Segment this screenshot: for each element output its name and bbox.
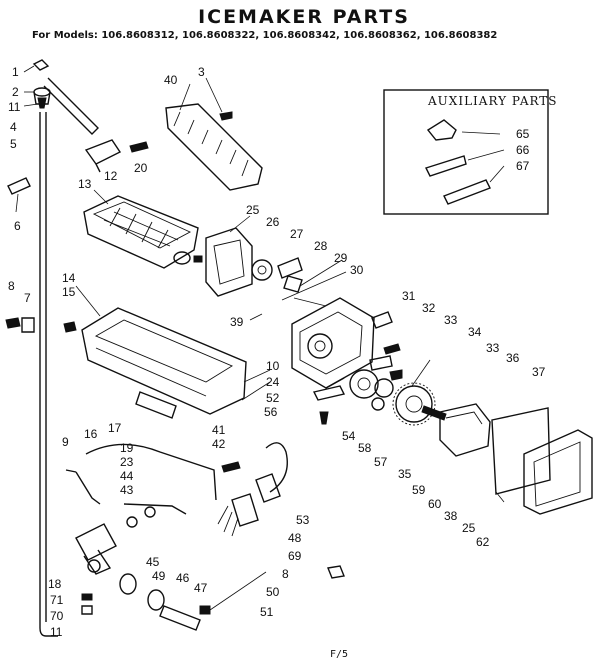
part-label: 59 bbox=[412, 483, 426, 497]
part-label: 67 bbox=[516, 159, 530, 173]
hex-nut bbox=[327, 565, 345, 579]
part-label: 51 bbox=[260, 605, 274, 619]
part-label: 25 bbox=[246, 203, 260, 217]
part-label: 3 bbox=[198, 65, 205, 79]
part-label: 66 bbox=[516, 143, 530, 157]
part-label: 48 bbox=[288, 531, 302, 545]
part-label: 45 bbox=[146, 555, 160, 569]
part-label: 30 bbox=[350, 263, 364, 277]
part-number-labels: 1 2 11 4 5 6 8 7 12 20 13 40 3 25 26 27 … bbox=[8, 65, 546, 639]
part-label: 14 bbox=[62, 271, 76, 285]
page-title: ICEMAKER PARTS bbox=[198, 6, 410, 28]
support-frame bbox=[63, 307, 247, 419]
part-label: 53 bbox=[296, 513, 310, 527]
part-label: 41 bbox=[212, 423, 226, 437]
part-label: 71 bbox=[50, 593, 64, 607]
part-label: 38 bbox=[444, 509, 458, 523]
part-label: 2 bbox=[12, 85, 19, 99]
fill-tube bbox=[39, 112, 58, 637]
fill-cup-assembly bbox=[32, 59, 99, 135]
clamp-screw bbox=[5, 317, 35, 333]
ice-mold bbox=[83, 195, 199, 269]
part-label: 23 bbox=[120, 455, 134, 469]
part-label: 42 bbox=[212, 437, 226, 451]
module-cover bbox=[491, 407, 593, 515]
part-label: 57 bbox=[374, 455, 388, 469]
timing-gear-stack bbox=[312, 369, 394, 425]
part-label: 47 bbox=[194, 581, 208, 595]
wire-harness bbox=[65, 443, 241, 528]
part-label: 33 bbox=[444, 313, 458, 327]
inlet-fittings bbox=[119, 573, 211, 631]
part-label: 12 bbox=[104, 169, 118, 183]
model-list: For Models: 106.8608312, 106.8608322, 10… bbox=[32, 30, 498, 41]
part-label: 62 bbox=[476, 535, 490, 549]
part-label: 28 bbox=[314, 239, 328, 253]
part-label: 60 bbox=[428, 497, 442, 511]
part-label: 36 bbox=[506, 351, 520, 365]
gear-cover bbox=[193, 227, 303, 297]
auxiliary-parts-box bbox=[383, 89, 549, 215]
drive-motor bbox=[421, 403, 491, 457]
part-label: 8 bbox=[8, 279, 15, 293]
part-label: 13 bbox=[78, 177, 92, 191]
part-label: 49 bbox=[152, 569, 166, 583]
part-label: 43 bbox=[120, 483, 134, 497]
part-label: 27 bbox=[290, 227, 304, 241]
part-label: 1 bbox=[12, 65, 19, 79]
part-label: 9 bbox=[62, 435, 69, 449]
part-label: 52 bbox=[266, 391, 280, 405]
part-label: 10 bbox=[266, 359, 280, 373]
part-label: 5 bbox=[10, 137, 17, 151]
part-label: 24 bbox=[266, 375, 280, 389]
part-label: 26 bbox=[266, 215, 280, 229]
leader-lines bbox=[23, 65, 505, 611]
part-label: 25 bbox=[462, 521, 476, 535]
part-label: 40 bbox=[164, 73, 178, 87]
part-label: 35 bbox=[398, 467, 412, 481]
electrical-connector bbox=[217, 442, 288, 537]
control-housing bbox=[291, 297, 375, 389]
part-label: 54 bbox=[342, 429, 356, 443]
drive-gear bbox=[392, 382, 436, 426]
part-label: 65 bbox=[516, 127, 530, 141]
auxiliary-parts-title: AUXILIARY PARTS bbox=[428, 94, 558, 108]
part-label: 58 bbox=[358, 441, 372, 455]
part-label: 31 bbox=[402, 289, 416, 303]
part-label: 56 bbox=[264, 405, 278, 419]
part-label: 70 bbox=[50, 609, 64, 623]
part-label: 8 bbox=[282, 567, 289, 581]
mounting-bracket bbox=[84, 139, 149, 173]
part-label: 4 bbox=[10, 120, 17, 134]
part-label: 37 bbox=[532, 365, 546, 379]
part-label: 7 bbox=[24, 291, 31, 305]
switch-parts bbox=[369, 311, 403, 381]
water-valve bbox=[75, 523, 117, 615]
part-label: 39 bbox=[230, 315, 244, 329]
tube-clip bbox=[7, 177, 31, 213]
part-label: 29 bbox=[334, 251, 348, 265]
part-label: 19 bbox=[120, 441, 134, 455]
part-label: 32 bbox=[422, 301, 436, 315]
part-label: 11 bbox=[50, 625, 63, 639]
part-label: 50 bbox=[266, 585, 280, 599]
auxiliary-fittings bbox=[425, 119, 491, 205]
part-label: 15 bbox=[62, 285, 76, 299]
ejector-comb bbox=[165, 103, 263, 191]
part-label: 6 bbox=[14, 219, 21, 233]
part-label: 34 bbox=[468, 325, 482, 339]
part-label: 11 bbox=[8, 100, 21, 114]
part-label: 18 bbox=[48, 577, 62, 591]
page-footer: F/5 bbox=[330, 649, 349, 660]
part-label: 20 bbox=[134, 161, 148, 175]
part-label: 46 bbox=[176, 571, 190, 585]
part-label: 33 bbox=[486, 341, 500, 355]
part-label: 16 bbox=[84, 427, 98, 441]
part-label: 17 bbox=[108, 421, 122, 435]
part-label: 44 bbox=[120, 469, 134, 483]
part-label: 69 bbox=[288, 549, 302, 563]
